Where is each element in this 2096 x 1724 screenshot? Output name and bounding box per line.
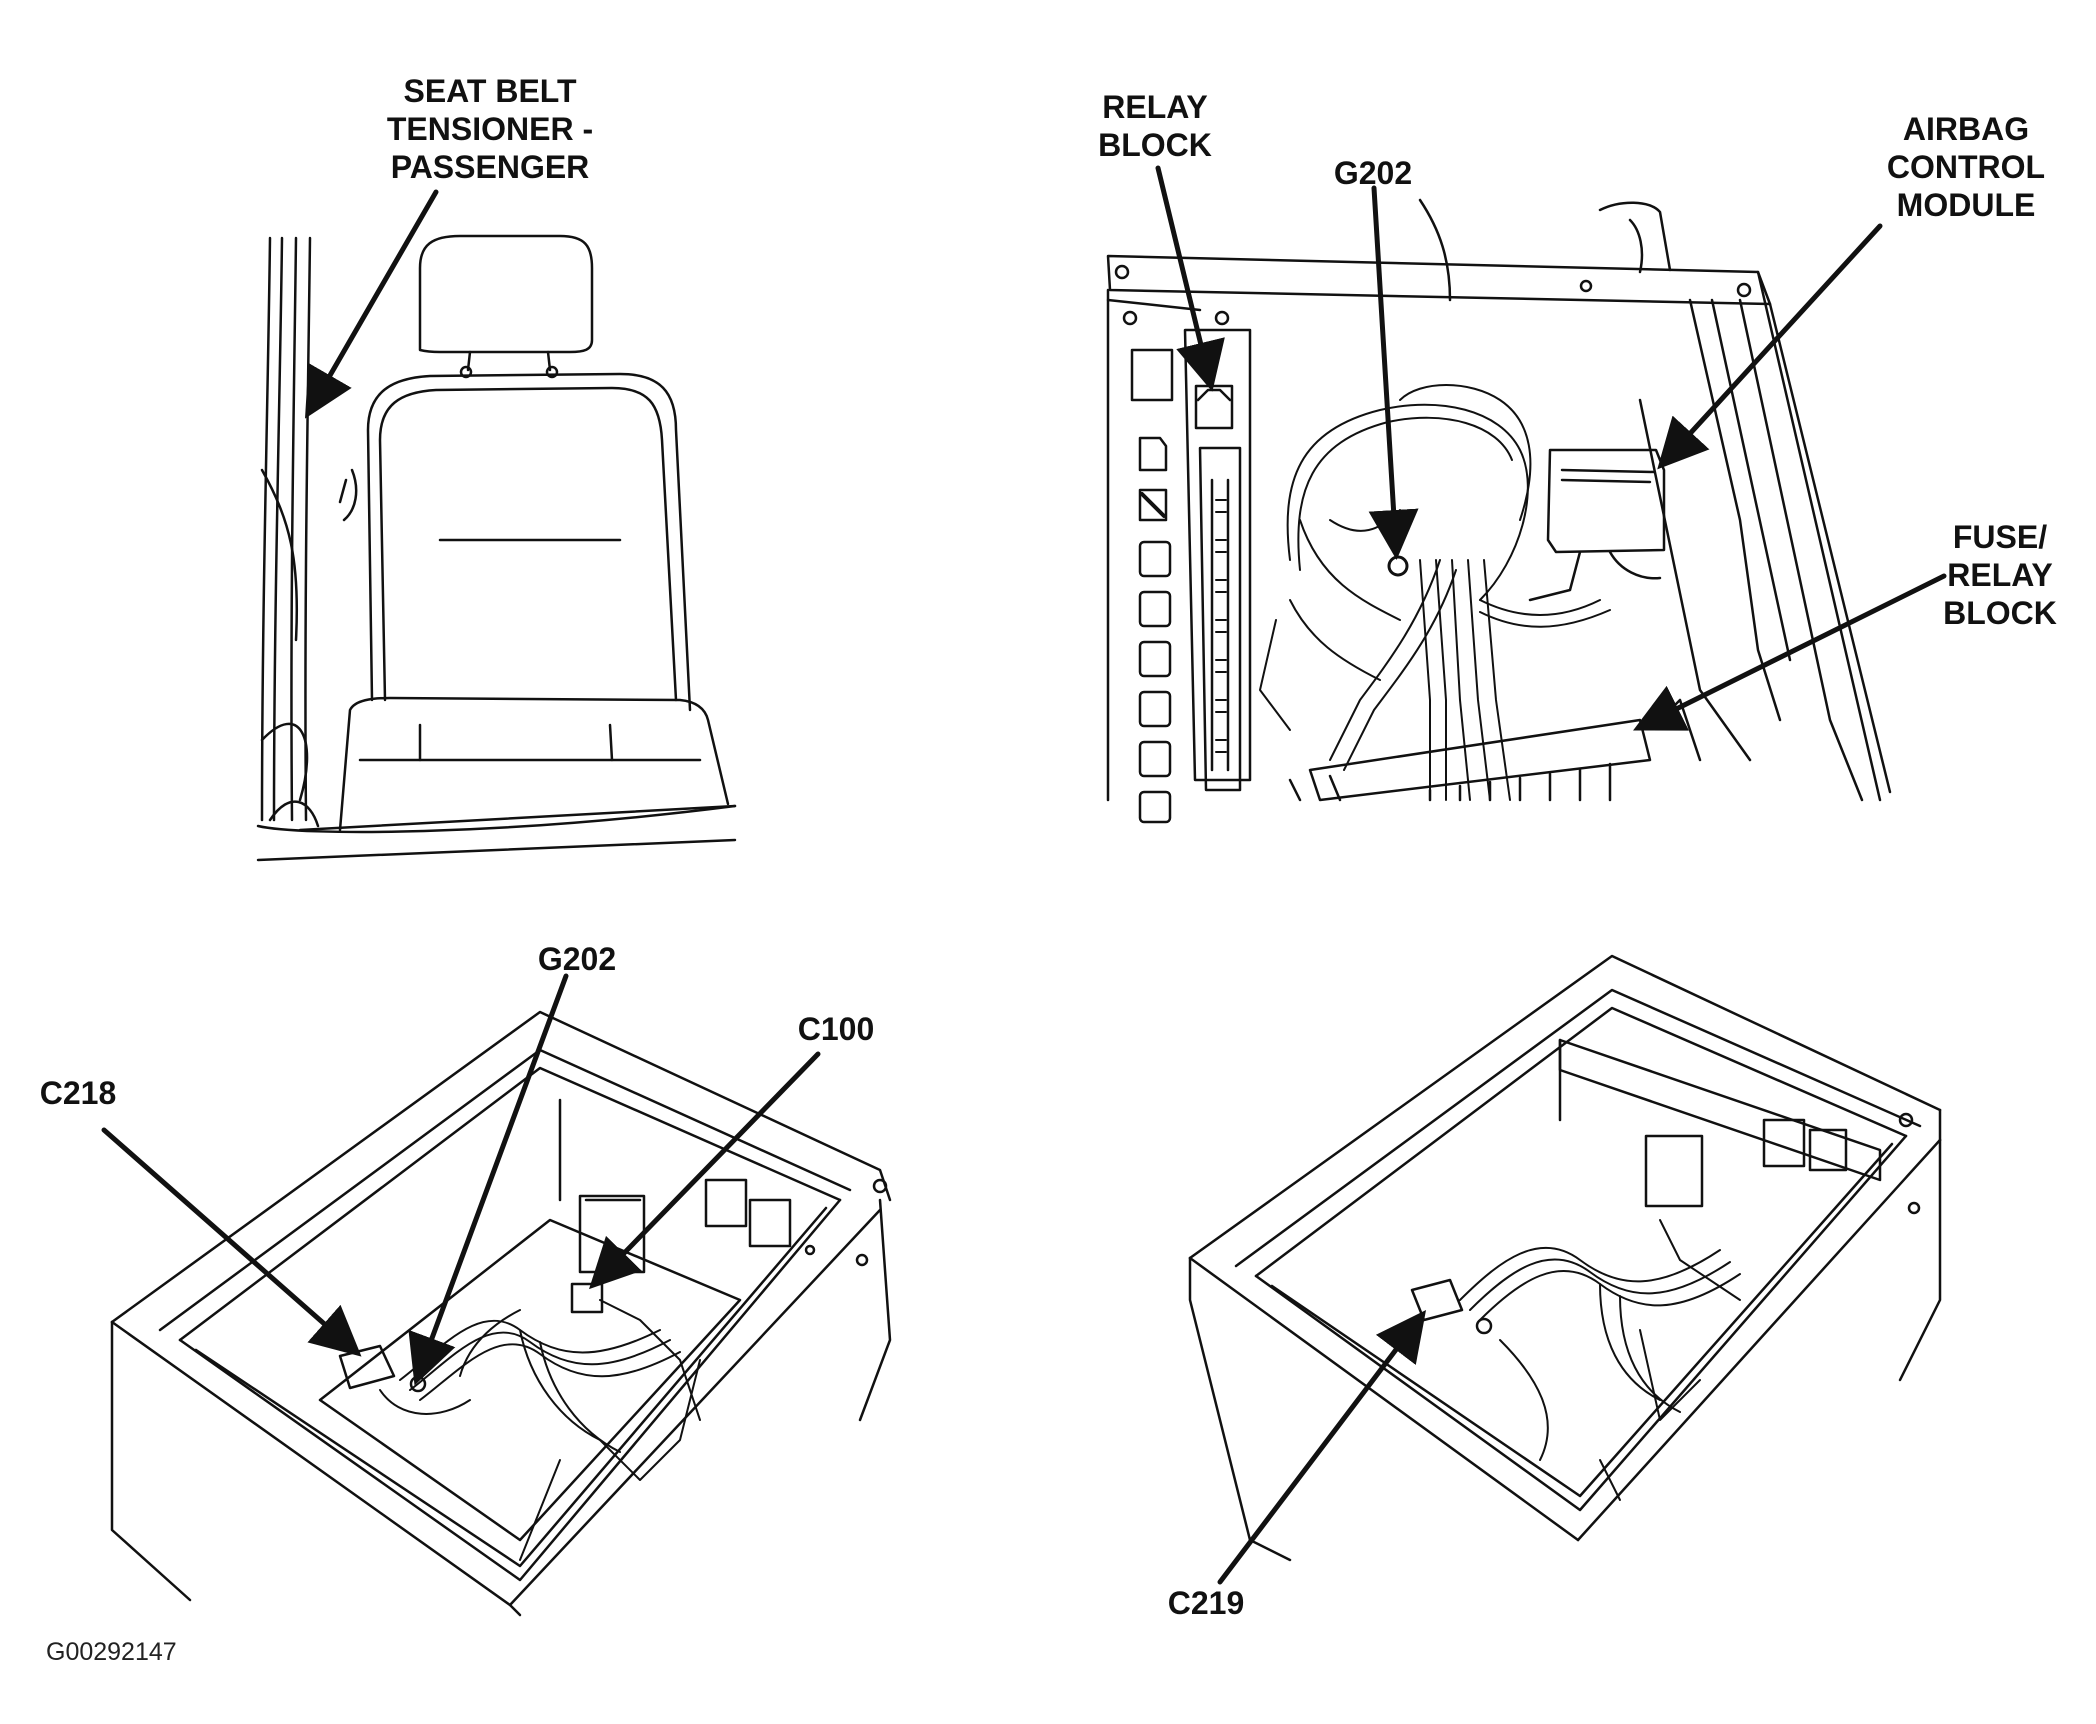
under-seat-panel [1106,198,1892,824]
arrow-g202-bottom [408,973,569,1386]
label-airbag-control-module: AIRBAG CONTROL MODULE [1886,111,2046,223]
arrow-seat-belt-tensioner [304,189,439,419]
arrow-airbag-control-module [1657,223,1883,470]
label-c219: C219 [1167,1585,1245,1621]
arrow-fuse-relay-block [1633,573,1947,731]
label-fuse-relay-block: FUSE/ RELAY BLOCK [1943,519,2057,631]
arrow-c100 [589,1051,821,1290]
seat-panel [256,234,737,862]
arrow-c218 [101,1127,362,1357]
label-relay-block: RELAY BLOCK [1098,89,1212,163]
tray-right-panel [1188,954,1942,1562]
label-g202-top: G202 [1333,155,1413,191]
figure-id: G00292147 [46,1638,177,1666]
leader-arrows [101,165,1947,1585]
relay-cubes [1138,436,1172,824]
arrow-g202-top [1368,185,1419,560]
arrow-c219 [1217,1310,1427,1585]
arrow-relay-block [1155,165,1225,392]
label-seat-belt-tensioner: SEAT BELT TENSIONER - PASSENGER [386,73,594,185]
label-c100: C100 [797,1011,875,1047]
tray-left-panel [110,1010,892,1617]
label-g202-bottom: G202 [537,941,617,977]
label-c218: C218 [39,1075,117,1111]
